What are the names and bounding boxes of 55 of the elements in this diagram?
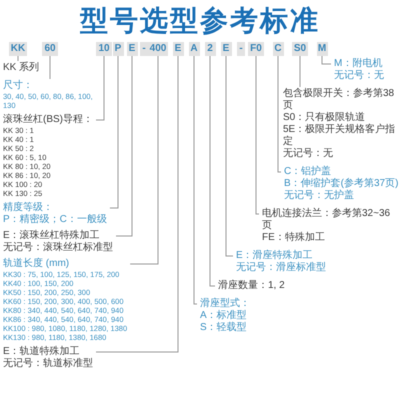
leader-line	[96, 56, 104, 120]
separator-dash: -	[140, 42, 148, 56]
option-line: 5E：极限开关规格客户指定	[283, 124, 396, 148]
code-segment: 10	[96, 42, 112, 56]
option-text: 滑座数量：1, 2	[218, 280, 285, 292]
option-heading: 包含极限开关：参考第38页	[283, 88, 396, 112]
code-segment: 60	[42, 42, 58, 56]
leader-line	[130, 56, 158, 264]
code-segment: KK	[9, 42, 27, 56]
option-heading: 滚珠丝杠(BS)导程：	[3, 114, 93, 126]
option-line: B：伸缩护套(参考第37页)	[284, 178, 398, 189]
option-heading: C：铝护盖	[284, 166, 332, 178]
option-line: S0：只有极限轨道	[283, 112, 366, 124]
leader-line	[96, 56, 178, 352]
leader-line	[116, 56, 132, 236]
option-line: 无记号：轨道标准型	[3, 358, 93, 370]
code-segment: M	[316, 42, 328, 56]
leader-line	[256, 56, 260, 214]
code-segment: E	[172, 42, 184, 56]
leader-line	[278, 56, 282, 172]
leader-line	[210, 56, 216, 286]
option-text: KK 系列	[3, 62, 40, 74]
option-heading: E：滚珠丝杠特殊加工	[3, 230, 101, 242]
code-segment: E	[220, 42, 232, 56]
option-line: 无记号：滚珠丝杠标准型	[3, 242, 113, 254]
option-line: 无记号：无护盖	[284, 190, 354, 202]
option-line: 无记号：滑座标准型	[236, 262, 326, 274]
option-heading: 滑座型式：	[200, 298, 250, 310]
code-segment: E	[126, 42, 138, 56]
option-heading: M：附电机	[334, 58, 384, 70]
separator-dash: -	[237, 42, 245, 56]
code-segment: 2	[204, 42, 216, 56]
leader-line	[194, 56, 198, 304]
leader-line	[109, 56, 118, 208]
code-segment: F0	[248, 42, 264, 56]
code-segment: S0	[292, 42, 308, 56]
option-heading: 轨道长度 (mm)	[3, 258, 70, 270]
leader-line	[226, 56, 234, 256]
title: 型号选型参考标准	[79, 4, 321, 38]
option-heading: E：轨道特殊加工	[3, 346, 81, 358]
option-line: 无记号：无	[334, 70, 384, 82]
option-heading: 电机连接法兰：参考第32~36页	[262, 208, 392, 232]
option-heading: E：滑座特殊加工	[236, 250, 314, 262]
option-line: FE：特殊加工	[262, 232, 326, 244]
leader-line	[322, 56, 332, 64]
code-segment: C	[272, 42, 284, 56]
code-segment: P	[112, 42, 124, 56]
option-line: 无记号：无	[283, 148, 334, 160]
code-segment: A	[188, 42, 200, 56]
code-segment: 400	[148, 42, 168, 56]
option-heading: 尺寸：	[3, 80, 34, 92]
option-line: A：标准型	[200, 310, 248, 322]
option-line: P：精密级；C：一般级	[3, 214, 107, 226]
option-heading: 精度等级：	[3, 202, 54, 214]
option-line: S：轻载型	[200, 322, 248, 334]
